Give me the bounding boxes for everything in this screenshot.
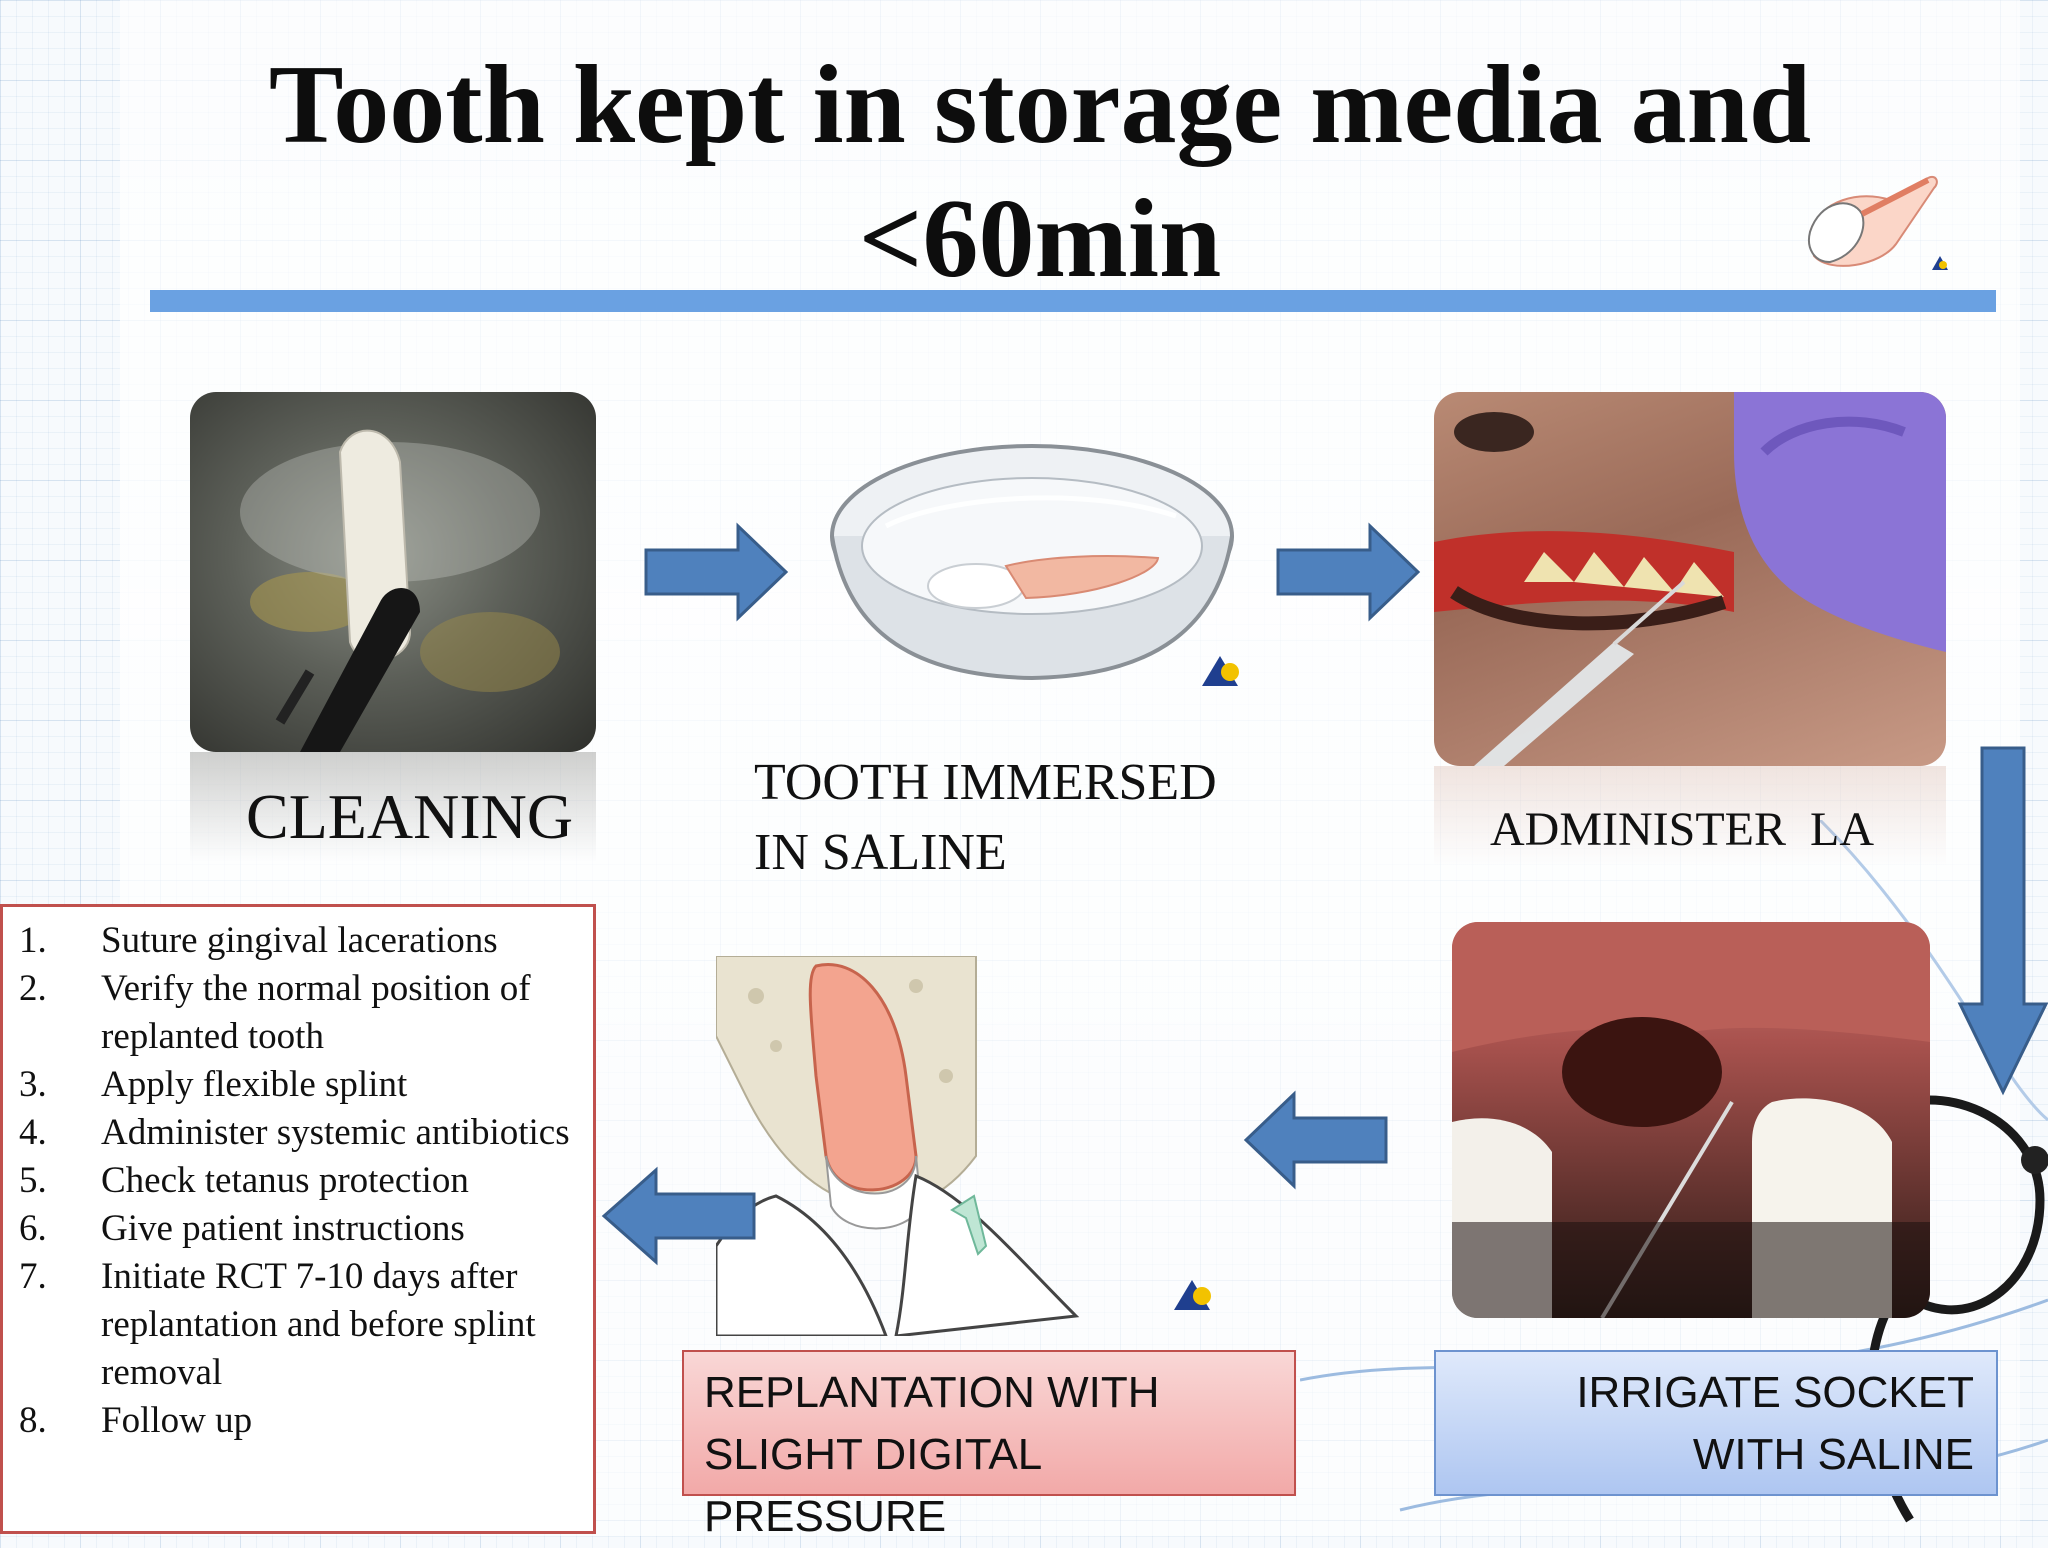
tooth-in-tweezers-image — [240, 429, 560, 752]
cleaning-photo-reflection — [190, 752, 596, 862]
arrow-right-icon — [644, 522, 789, 622]
socket-irrigation-image — [1452, 922, 1930, 1318]
list-item-number: 5. — [19, 1160, 47, 1201]
replantation-label-line-1: REPLANTATION WITH — [704, 1368, 1160, 1417]
list-item: 2. Verify the normal position of replante… — [19, 965, 599, 1061]
administer-la-photo — [1434, 392, 1946, 766]
arrow-right-icon — [1276, 522, 1421, 622]
list-item-text: Suture gingival lacerations — [101, 920, 498, 961]
injection-image — [1434, 392, 1946, 766]
replantation-label: REPLANTATION WITH SLIGHT DIGITAL PRESSUR… — [682, 1350, 1296, 1541]
list-item-number: 1. — [19, 920, 47, 961]
list-item-text: Follow up — [101, 1400, 253, 1441]
arrow-left-icon — [1243, 1090, 1388, 1190]
list-item: 7. Initiate RCT 7-10 days after replantat… — [19, 1253, 599, 1397]
arrow-down-icon — [1957, 746, 2048, 1096]
petri-dish-image — [830, 444, 1234, 681]
list-item: 4. Administer systemic antibiotics — [19, 1109, 599, 1157]
list-item-number: 4. — [19, 1112, 47, 1153]
list-item: 6. Give patient instructions — [19, 1205, 599, 1253]
caption-immersed-line-2: IN SALINE — [754, 824, 1007, 881]
list-item: 8. Follow up — [19, 1397, 599, 1445]
logo-icon — [1202, 656, 1239, 686]
logo-icon — [1932, 256, 1948, 270]
list-item-text: Initiate RCT 7-10 days after replantatio… — [101, 1256, 536, 1393]
list-item-number: 8. — [19, 1400, 47, 1441]
replantation-label-line-2: SLIGHT DIGITAL PRESSURE — [704, 1430, 1041, 1541]
list-item-number: 7. — [19, 1256, 47, 1297]
title-line-2: <60min — [858, 177, 1222, 301]
irrigate-label-line-1: IRRIGATE SOCKET — [1576, 1368, 1974, 1417]
list-item-text: Check tetanus protection — [101, 1160, 469, 1201]
caption-immersed: TOOTH IMMERSED IN SALINE — [754, 748, 1217, 888]
administer-la-photo-reflection — [1434, 766, 1946, 866]
slide-title: Tooth kept in storage media and <60min — [150, 38, 1930, 306]
list-item-text: Give patient instructions — [101, 1208, 465, 1249]
list-item-number: 6. — [19, 1208, 47, 1249]
list-item-text: Apply flexible splint — [101, 1064, 408, 1105]
irrigate-label-line-2: WITH SALINE — [1692, 1430, 1974, 1479]
list-item: 5. Check tetanus protection — [19, 1157, 599, 1205]
irrigate-label: IRRIGATE SOCKET WITH SALINE — [1434, 1350, 1998, 1496]
title-divider — [150, 290, 1996, 312]
irrigate-socket-photo — [1452, 922, 1930, 1318]
title-line-1: Tooth kept in storage media and — [268, 43, 1812, 167]
post-replantation-steps: 1. Suture gingival lacerations 2. Verify t… — [0, 904, 596, 1534]
replantation-image — [716, 956, 1080, 1336]
caption-administer: ADMINISTER LA — [1490, 803, 1874, 856]
list-item-number: 3. — [19, 1064, 47, 1105]
list-item-text: Verify the normal position of replanted … — [101, 968, 531, 1057]
caption-cleaning: CLEANING — [246, 781, 574, 852]
list-item-number: 2. — [19, 968, 47, 1009]
caption-immersed-line-1: TOOTH IMMERSED — [754, 754, 1217, 811]
list-item-text: Administer systemic antibiotics — [101, 1112, 570, 1153]
steps-list: 1. Suture gingival lacerations 2. Verify t… — [19, 917, 599, 1445]
tooth-icon — [1808, 176, 1938, 267]
logo-icon — [1174, 1280, 1211, 1310]
arrow-left-icon — [601, 1166, 756, 1266]
cleaning-photo — [190, 392, 596, 752]
list-item: 1. Suture gingival lacerations — [19, 917, 599, 965]
list-item: 3. Apply flexible splint — [19, 1061, 599, 1109]
